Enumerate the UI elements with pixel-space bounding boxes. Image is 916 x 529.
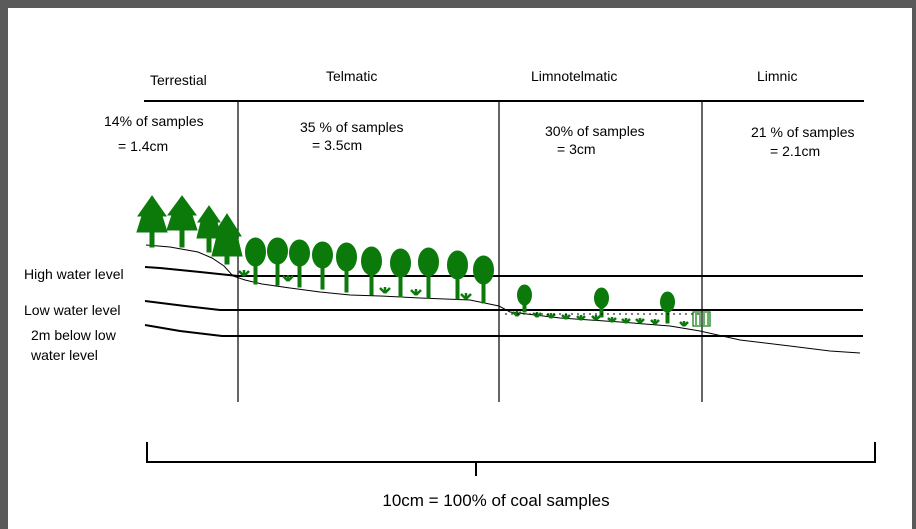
tree-icon <box>166 195 198 248</box>
plant-icon <box>561 314 571 320</box>
plant-icon <box>591 315 601 321</box>
low-water-level-line <box>144 300 863 311</box>
zone-title-telmatic: Telmatic <box>326 68 377 84</box>
tree-icon <box>390 248 411 298</box>
tree-icon <box>211 213 243 265</box>
scale-bracket <box>146 442 876 476</box>
high-water-level-line <box>144 266 863 277</box>
label-low-water-level: Low water level <box>24 302 121 318</box>
below-low-water-level-line <box>144 324 863 337</box>
tree-icon <box>361 246 382 296</box>
zone-title-limnotelmatic: Limnotelmatic <box>531 68 617 84</box>
vegetation-telmatic <box>238 237 494 304</box>
tree-icon <box>418 247 439 299</box>
plant-icon <box>635 318 645 324</box>
tree-icon <box>136 195 168 248</box>
plant-icon <box>282 275 294 282</box>
scale-label: 10cm = 100% of coal samples <box>382 491 609 510</box>
tree-icon <box>447 250 468 300</box>
vegetation-limnotelmatic <box>512 284 711 327</box>
plant-icon <box>607 317 617 323</box>
plant-icon <box>650 319 660 325</box>
zone-title-limnic: Limnic <box>757 68 797 84</box>
zone-title-terrestial: Terrestial <box>150 72 207 88</box>
plant-icon <box>576 315 586 321</box>
tree-icon <box>473 255 494 304</box>
tree-icon <box>289 239 310 288</box>
tree-icon <box>517 284 532 313</box>
plant-icon <box>546 313 556 319</box>
zone-thickness-telmatic: = 3.5cm <box>312 137 362 153</box>
tree-icon <box>336 242 357 293</box>
tree-icon <box>267 237 288 286</box>
tree-icon <box>245 237 266 285</box>
reed-icon <box>692 311 711 327</box>
label-below-low-water-line2: water level <box>30 347 98 363</box>
zone-samples-limnic: 21 % of samples <box>751 124 855 140</box>
label-high-water-level: High water level <box>24 266 124 282</box>
plant-icon <box>679 321 689 327</box>
tree-icon <box>660 291 675 324</box>
tree-icon <box>196 205 222 253</box>
tree-icon <box>312 241 333 290</box>
plant-icon <box>460 293 472 300</box>
zone-thickness-limnotelmatic: = 3cm <box>557 141 596 157</box>
zone-samples-terrestial: 14% of samples <box>104 113 204 129</box>
zone-thickness-limnic: = 2.1cm <box>770 143 820 159</box>
plant-icon <box>410 289 422 296</box>
plant-icon <box>621 318 631 324</box>
label-below-low-water-line1: 2m below low <box>31 327 117 343</box>
vegetation-terrestial <box>136 195 243 265</box>
plant-icon <box>238 270 250 277</box>
zone-thickness-terrestial: = 1.4cm <box>118 138 168 154</box>
plant-icon <box>379 287 391 294</box>
zone-samples-telmatic: 35 % of samples <box>300 119 404 135</box>
zone-samples-limnotelmatic: 30% of samples <box>545 123 645 139</box>
tree-icon <box>594 287 609 318</box>
